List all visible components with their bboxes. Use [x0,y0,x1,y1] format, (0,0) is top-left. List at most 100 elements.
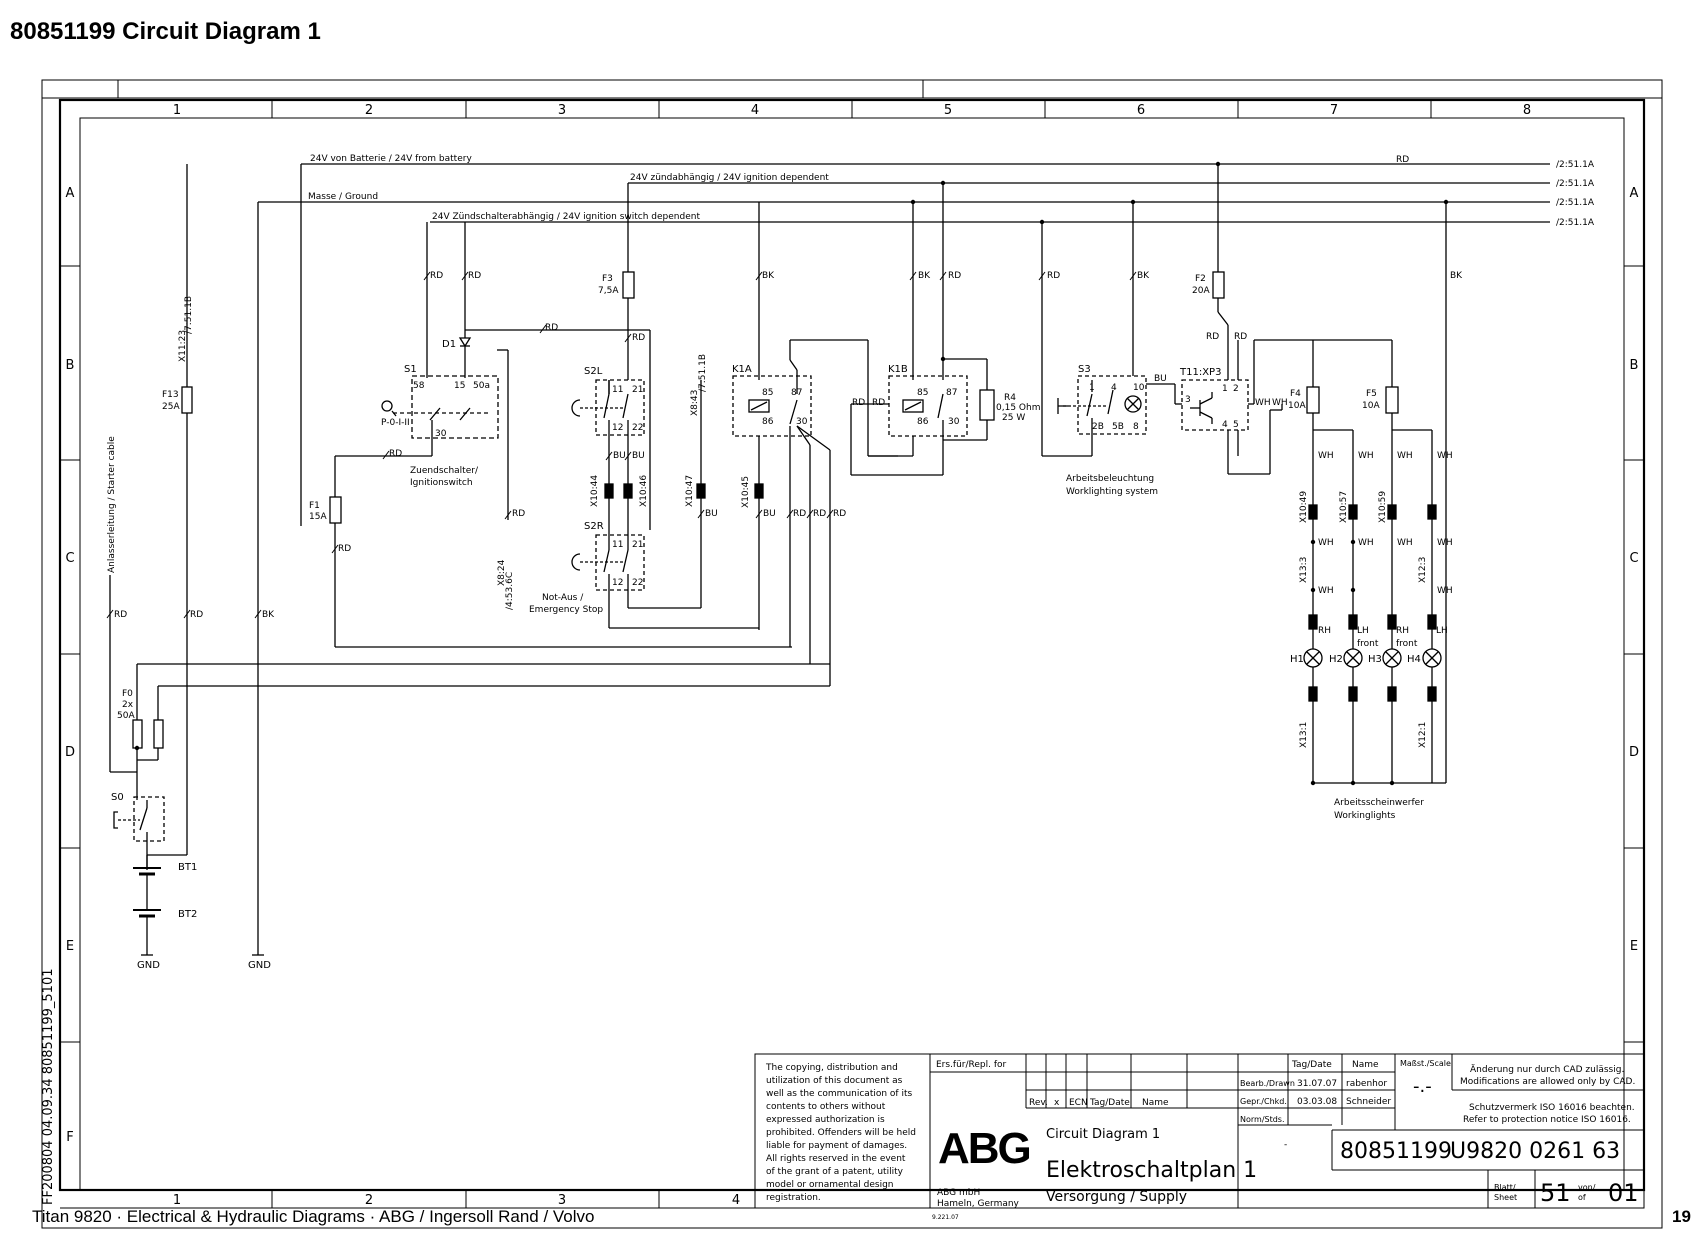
grid-col-2: 2 [365,103,373,118]
f0-count: 2x [122,700,134,710]
wire-bu-s3: BU [1154,374,1167,384]
f4-rating: 10A [1288,401,1306,411]
lamp-h1-tag: RH [1318,626,1331,636]
k1a-terminal-85: 85 [762,388,773,398]
bt2-label: BT2 [178,909,197,920]
s2r-terminal-12: 12 [612,578,623,588]
emergency-label-de: Not-Aus / [542,593,584,603]
title-large: Elektroschaltplan 1 [1046,1158,1257,1183]
wire-bu-x10-47: BU [705,509,718,519]
s2r-terminal-22: 22 [632,578,643,588]
grid-row-b-right: B [1630,358,1639,373]
wire-wh-9: WH [1318,586,1334,596]
d1-label: D1 [442,339,456,350]
wire-ticks-k1a [755,271,834,519]
protection-de: Schutzvermerk ISO 16016 beachten. [1469,1103,1635,1113]
grid-row-c-right: C [1629,551,1638,566]
ref-7-51-1b-x8: /7:51.1B [698,354,708,392]
s2r-terminal-21: 21 [632,540,643,550]
s2l-terminal-11: 11 [612,385,623,395]
wire-bu-s2l-b: BU [632,451,645,461]
scale-value: -.- [1413,1076,1432,1097]
t11-terminal-5: 5 [1233,420,1239,430]
rev-header-name: Name [1142,1098,1169,1108]
wire-wh-4: WH [1437,451,1453,461]
grid-col-2-bottom: 2 [365,1193,373,1208]
bus-ref-4: /2:51.1A [1556,218,1595,228]
r4-watt: 25 W [1002,413,1025,423]
bus-ref-3: /2:51.1A [1556,198,1595,208]
wire-rd-2: RD [190,610,203,620]
switch-s0 [133,796,165,842]
protection-en: Refer to protection notice ISO 16016. [1463,1115,1631,1125]
copyright-line-11: registration. [766,1193,821,1203]
wire-ticks-k1b [909,271,1137,281]
x11-23-label: X11:23 [178,330,188,362]
sheet-total: 01 [1608,1179,1639,1207]
wire-rd-s1a: RD [430,271,443,281]
s2r-terminal-11: 11 [612,540,623,550]
wire-rd-f2-b: RD [1234,332,1247,342]
grid-col-3-bottom: 3 [558,1193,566,1208]
grid-row-d-right: D [1629,745,1639,760]
x10-45-label: X10:45 [741,476,751,508]
wire-wh-8: WH [1437,538,1453,548]
side-document-code: FF200804 04.09.34 80851199_5101 [41,969,56,1206]
wire-wh-5: WH [1318,538,1334,548]
bus-ignition-switch-label: 24V Zündschalterabhängig / 24V ignition … [432,212,700,222]
t11-terminal-2: 2 [1233,384,1239,394]
timer-t11-circuit [1181,164,1392,475]
name-header: Name [1352,1060,1379,1070]
s3-label: S3 [1078,364,1091,375]
of-label-en: of [1578,1193,1586,1202]
worklight-system-de: Arbeitsbeleuchtung [1066,474,1154,484]
drawing-frame [41,79,1663,1229]
x10-49-label: X10:49 [1299,491,1309,523]
lamp-h2-tag: LH [1357,626,1369,636]
wire-bk-k1a: BK [762,271,775,281]
s1-terminal-50a: 50a [473,381,490,391]
bus-lines [257,163,1550,955]
fuse-f5 [1385,386,1399,414]
worklight-switch-s3 [1041,202,1182,457]
wire-rd-k1a-b: RD [813,509,826,519]
r4-ohm: 0,15 Ohm [996,403,1040,413]
s2l-label: S2L [584,366,603,377]
s3-terminal-8: 8 [1133,422,1139,432]
copyright-line-6: prohibited. Offenders will be held [766,1128,916,1138]
s1-name-en: Ignitionswitch [410,478,473,488]
sheet-label-de: Blatt/ [1494,1183,1516,1192]
grid-row-a: A [66,186,75,201]
wire-ticks-s1 [331,271,547,554]
ers-fur-label: Ers.für/Repl. for [936,1060,1007,1070]
wire-rd-s1c: RD [545,323,558,333]
k1a-label: K1A [732,364,752,375]
lamp-h2-label: H2 [1329,654,1343,665]
worklights-de: Arbeitsscheinwerfer [1334,798,1424,808]
s0-label: S0 [111,792,124,803]
x8-43-label: X8:43 [690,390,700,416]
wire-wh-2: WH [1358,451,1374,461]
ref-7-51-1b: /7:51.1B [184,296,194,334]
bt1-label: BT1 [178,862,197,873]
relay-k1a [732,202,898,686]
x13-1-label: X13:1 [1299,722,1309,748]
wire-rd-s1b: RD [468,271,481,281]
grid-row-e: E [66,939,74,954]
company-location: Hameln, Germany [937,1199,1020,1209]
k1b-label: K1B [888,364,908,375]
f5-rating: 10A [1362,401,1380,411]
fuse-f3 [622,271,635,299]
copyright-line-10: model or ornamental design [766,1180,894,1190]
emergency-stop-circuit [571,183,759,629]
s3-terminal-2b: 2B [1092,422,1104,432]
s2r-label: S2R [584,521,604,532]
lamp-h2-front: front [1357,639,1379,649]
wire-wh-t11-a: WH [1255,398,1271,408]
wire-bk-1: BK [262,610,275,620]
s2l-terminal-12: 12 [612,423,623,433]
grid-col-5: 5 [944,103,952,118]
f2-rating: 20A [1192,286,1210,296]
bus-battery-label: 24V von Batterie / 24V from battery [310,154,472,164]
